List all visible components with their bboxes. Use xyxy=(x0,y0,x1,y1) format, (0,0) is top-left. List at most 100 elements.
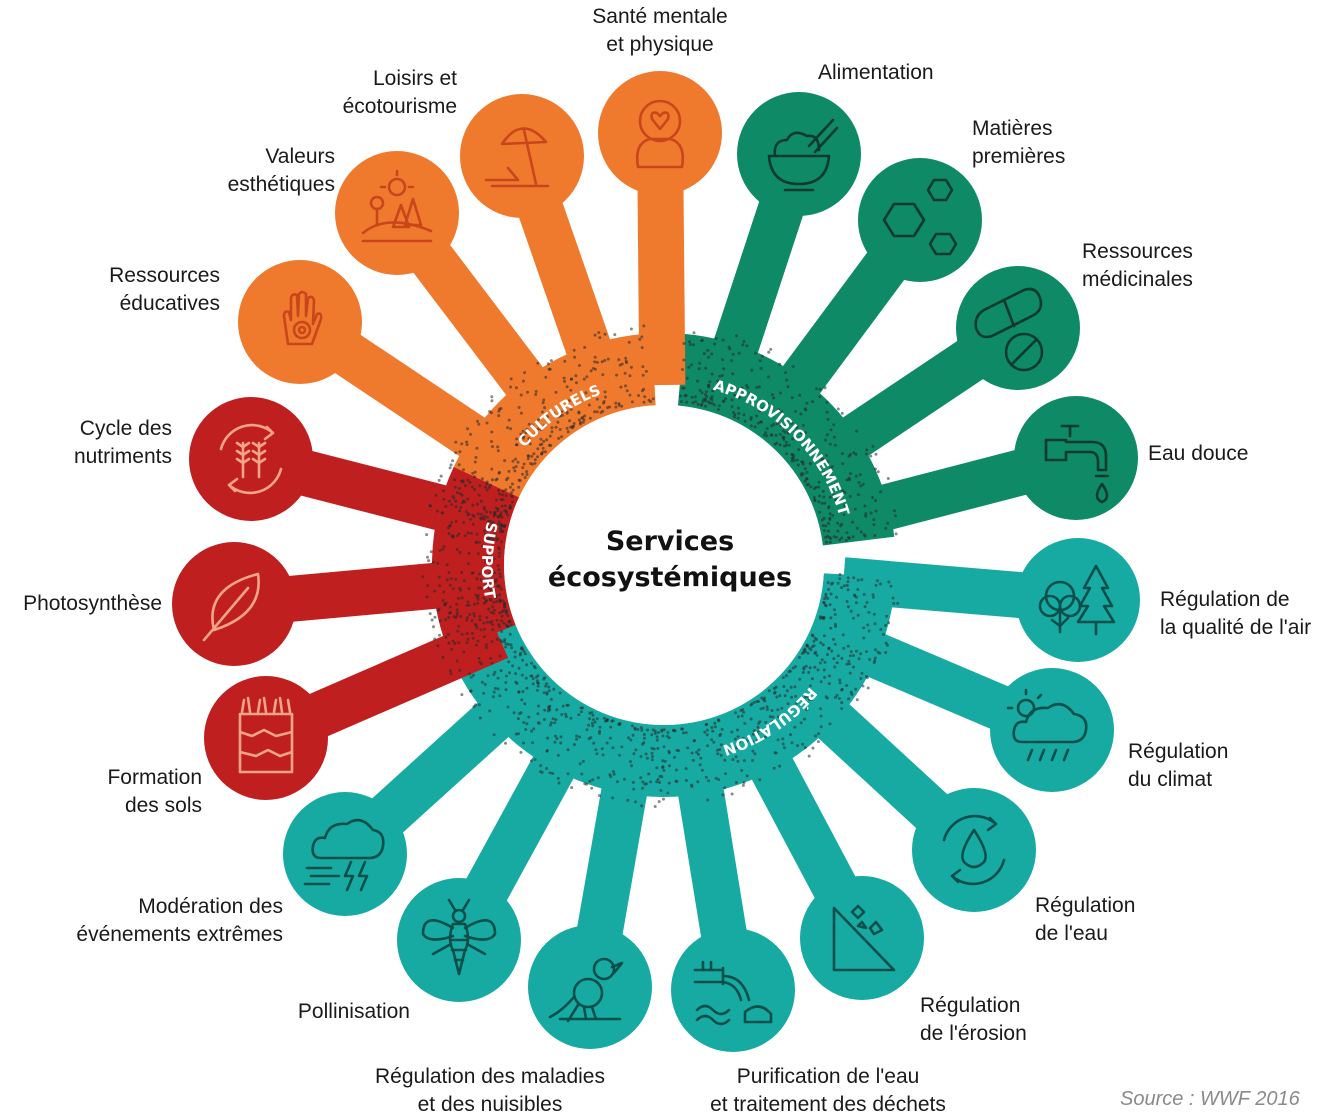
speckle xyxy=(823,660,827,664)
speckle xyxy=(812,487,816,491)
speckle xyxy=(513,655,517,659)
speckle xyxy=(871,496,875,499)
speckle xyxy=(841,489,845,492)
label-line: de l'érosion xyxy=(920,1022,1027,1045)
speckle xyxy=(595,717,599,721)
speckle xyxy=(531,677,535,681)
speckle xyxy=(484,560,488,564)
speckle xyxy=(737,388,740,392)
speckle xyxy=(641,742,644,746)
speckle xyxy=(793,685,797,689)
speckle xyxy=(854,601,858,605)
speckle xyxy=(822,634,826,638)
speckle xyxy=(730,405,734,409)
speckle xyxy=(693,739,697,742)
speckle xyxy=(593,410,597,414)
speckle xyxy=(828,512,832,516)
speckle xyxy=(515,443,519,447)
speckle xyxy=(827,521,831,525)
speckle xyxy=(428,504,432,508)
speckle xyxy=(753,752,757,756)
speckle xyxy=(715,748,719,752)
speckle xyxy=(431,560,435,564)
speckle xyxy=(454,451,458,455)
speckle xyxy=(634,800,637,804)
speckle xyxy=(498,575,502,579)
speckle xyxy=(442,545,446,548)
speckle xyxy=(846,588,850,592)
speckle xyxy=(451,639,455,643)
speckle xyxy=(807,754,811,758)
speckle xyxy=(471,471,475,475)
speckle xyxy=(688,343,692,346)
speckle xyxy=(808,462,812,466)
speckle xyxy=(508,632,512,636)
label-eau-douce: Eau douce xyxy=(1148,440,1248,468)
label-line: et des nuisibles xyxy=(417,1093,563,1116)
speckle xyxy=(700,391,704,395)
speckle xyxy=(763,699,767,703)
speckle xyxy=(433,589,437,593)
speckle xyxy=(458,669,462,672)
speckle xyxy=(545,682,549,686)
speckle xyxy=(442,590,446,594)
speckle xyxy=(437,575,441,579)
speckle xyxy=(460,493,464,497)
speckle xyxy=(504,645,508,649)
speckle xyxy=(767,350,771,354)
speckle xyxy=(803,695,807,699)
speckle xyxy=(603,395,607,399)
speckle xyxy=(641,373,645,377)
speckle xyxy=(493,528,497,532)
speckle xyxy=(559,741,563,745)
speckle xyxy=(502,640,506,643)
speckle xyxy=(577,410,581,414)
speckle xyxy=(468,480,472,484)
speckle xyxy=(703,730,707,734)
label-line: Valeurs xyxy=(265,145,335,168)
speckle xyxy=(470,619,474,623)
label-photosynthese: Photosynthèse xyxy=(23,590,162,618)
speckle xyxy=(545,415,549,419)
speckle xyxy=(489,568,493,572)
speckle xyxy=(741,708,745,712)
speckle xyxy=(750,702,754,706)
speckle xyxy=(514,465,518,468)
speckle xyxy=(495,498,498,502)
speckle xyxy=(849,650,853,654)
speckle xyxy=(778,432,782,436)
speckle xyxy=(534,393,538,396)
speckle xyxy=(471,503,475,507)
speckle xyxy=(514,680,518,684)
speckle xyxy=(573,355,577,359)
speckle xyxy=(433,615,437,619)
speckle xyxy=(533,461,537,465)
speckle xyxy=(863,504,867,508)
speckle xyxy=(702,352,706,356)
speckle xyxy=(497,551,501,555)
speckle xyxy=(682,386,686,390)
speckle xyxy=(544,684,548,688)
speckle xyxy=(886,521,890,525)
speckle xyxy=(456,629,460,633)
speckle xyxy=(628,393,632,397)
speckle xyxy=(449,672,453,676)
label-line: médicinales xyxy=(1082,268,1193,291)
speckle xyxy=(743,419,747,423)
speckle xyxy=(832,423,836,427)
speckle xyxy=(865,675,868,678)
speckle xyxy=(759,707,763,711)
speckle xyxy=(838,573,842,576)
speckle xyxy=(775,441,779,445)
speckle xyxy=(598,794,601,798)
speckle xyxy=(677,749,681,753)
speckle xyxy=(868,658,872,661)
cloud-rain-icon xyxy=(1006,688,1088,762)
speckle xyxy=(798,677,802,681)
speckle xyxy=(504,608,508,612)
speckle xyxy=(512,466,516,470)
speckle xyxy=(462,650,466,654)
speckle xyxy=(449,610,452,614)
speckle xyxy=(718,374,722,378)
